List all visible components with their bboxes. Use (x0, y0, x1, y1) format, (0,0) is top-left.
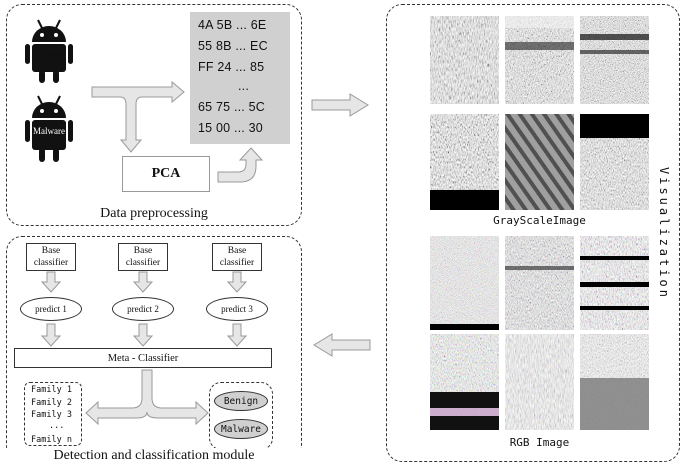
rgb-image-tile (430, 334, 499, 430)
android-malware-icon (25, 95, 73, 162)
visualization-panel (386, 4, 680, 462)
rgb-caption: RGB Image (509, 436, 570, 449)
hex-row: 15 00 ... 30 (198, 121, 263, 135)
family-item: Family n (31, 435, 72, 445)
grayscale-image-tile (430, 114, 499, 210)
data-preprocessing-caption: Data preprocessing (100, 206, 208, 221)
hex-row: 65 75 ... 5C (198, 100, 266, 114)
base-classifier-3: Base classifier (212, 243, 262, 271)
predict-1: predict 1 (20, 297, 82, 321)
family-item: Family 1 (31, 385, 72, 395)
predict-3: predict 3 (206, 297, 268, 321)
grayscale-image-tile (580, 16, 649, 104)
grayscale-image-tile (580, 114, 649, 210)
rgb-image-tile (505, 236, 574, 330)
pca-box: PCA (122, 156, 210, 192)
data-preprocessing-panel (6, 4, 302, 226)
family-item: Family 3 (31, 410, 72, 420)
meta-classifier: Meta - Classifier (14, 348, 272, 368)
hex-row: 55 8B ... EC (198, 39, 268, 53)
grayscale-image-tile (505, 114, 574, 210)
arrow-to-visualization (311, 93, 369, 117)
predict-2: predict 2 (112, 297, 174, 321)
visualization-label: Visualization (657, 167, 671, 300)
hex-ellipsis: ... (238, 79, 250, 93)
rgb-image-tile (580, 334, 649, 430)
preprocess-arrows (91, 80, 264, 183)
detection-arrows (40, 271, 248, 426)
rgb-image-tile (580, 236, 649, 330)
benign-result: Benign (214, 391, 268, 411)
family-ellipsis: ... (49, 421, 65, 431)
rgb-image-tile (505, 334, 574, 430)
grayscale-caption: GrayScaleImage (493, 214, 586, 227)
hex-bytes-box: 4A 5B ... 6E 55 8B ... EC FF 24 ... 85 .… (190, 12, 290, 144)
rgb-image-tile (430, 236, 499, 330)
result-box: Benign Malware (209, 382, 273, 450)
hex-row: 4A 5B ... 6E (198, 18, 267, 32)
hex-row: FF 24 ... 85 (198, 60, 265, 74)
base-classifier-1: Base classifier (26, 243, 76, 271)
benign-android-label: Benign (33, 50, 64, 61)
grayscale-image-tile (430, 16, 499, 104)
arrow-to-detection (313, 333, 371, 357)
detection-caption: Detection and classification module (6, 448, 302, 464)
android-benign-icon (25, 19, 73, 83)
family-list-box: Family 1 Family 2 Family 3 ... Family n (24, 382, 82, 446)
family-item: Family 2 (31, 398, 72, 408)
base-classifier-2: Base classifier (118, 243, 168, 271)
grayscale-image-tile (505, 16, 574, 104)
malware-result: Malware (214, 419, 268, 439)
malware-android-label: Malware (33, 126, 65, 136)
